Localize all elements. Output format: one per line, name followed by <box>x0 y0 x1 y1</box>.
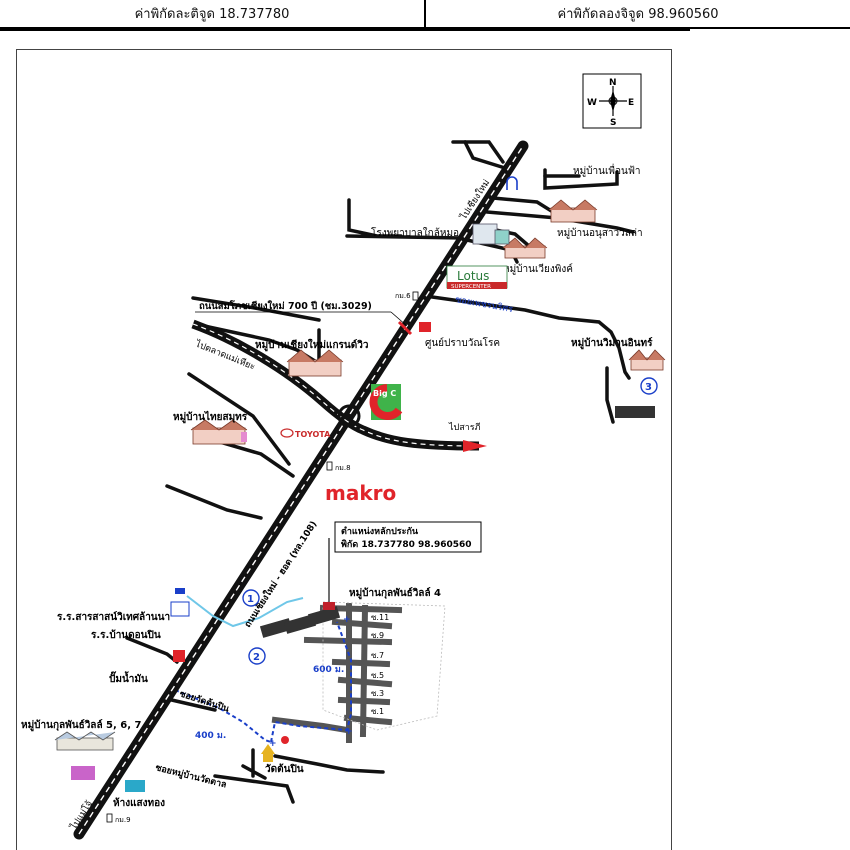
longitude-label: ค่าพิกัดลองจิจูด 98.960560 <box>557 7 719 22</box>
lot-markers: 1 2 3 <box>242 377 658 665</box>
distance-400m: 400 ม. <box>195 731 226 741</box>
label-kulaphan-villa-567: หมู่บ้านกุลพันธ์วิลล์ 5, 6, 7 <box>21 719 142 732</box>
compass-e: E <box>628 98 634 108</box>
label-phuean-fa: หมู่บ้านเพื่อนฟ้า <box>573 163 641 177</box>
bigc-logo: Big C <box>369 384 403 420</box>
label-wat-ton-pun: วัดต้นปิน <box>265 763 304 775</box>
toyota-text: TOYOTA <box>295 430 331 439</box>
temple-icon <box>261 736 289 762</box>
latitude-cell: ค่าพิกัดละติจูด 18.737780 <box>0 0 426 29</box>
label-school-2: ร.ร.บ้านดอนปิน <box>91 629 161 641</box>
soi-label: ซ.3 <box>371 689 384 698</box>
label-anusarn-villa: หมู่บ้านอนุสาววิลล่า <box>557 227 643 239</box>
shop-icon <box>71 766 145 792</box>
callout-title: ตำแหน่งหลักประกัน <box>341 526 419 537</box>
label-wiman-in: หมู่บ้านวิมานอินทร์ <box>571 337 653 350</box>
label-soi-phet-rit: ซอยเพชรนริศร <box>454 294 513 315</box>
lotus-logo: Lotus SUPERCENTER <box>446 265 508 290</box>
label-kulaphan-villa-4: หมู่บ้านกุลพันธ์วิลล์ 4 <box>349 587 441 600</box>
soi-label: ซ.11 <box>371 613 389 622</box>
label-tb-center: ศูนย์ปราบวัณโรค <box>425 336 500 349</box>
canal <box>186 595 304 628</box>
location-map[interactable]: N S E W <box>16 49 672 850</box>
gate-icon <box>506 176 518 190</box>
map-canvas: N S E W <box>21 73 666 840</box>
soi-labels: ซ.11 ซ.9 ซ.7 ซ.5 ซ.3 ซ.1 <box>371 613 389 716</box>
distance-600m: 600 ม. <box>313 665 344 675</box>
coordinate-underline <box>0 29 690 31</box>
makro-logo: makro <box>325 481 396 505</box>
label-to-mae-hia: ไปตลาดแม่เหียะ <box>193 338 257 372</box>
ring-road-callout: ถนนสมโภชเชียงใหม่ 700 ปี (ชม.3029) <box>195 300 408 327</box>
label-gas-station: ปั๊มน้ำมัน <box>109 671 148 685</box>
compass-rose: N S E W <box>582 73 642 129</box>
soi-label: ซ.7 <box>371 651 384 660</box>
main-highway <box>73 140 529 840</box>
label-to-saraphi: ไปสารภี <box>448 422 481 433</box>
soi-label: ซ.9 <box>371 631 384 640</box>
hospital-icon <box>472 223 510 245</box>
label-thai-samut: หมู่บ้านไทยสมุทร <box>173 410 248 424</box>
route-to-collateral: + + + <box>174 615 353 749</box>
collateral-pin <box>323 538 335 610</box>
lotus-text: Lotus <box>457 269 489 283</box>
lot-2: 2 <box>253 652 260 663</box>
label-wiang-phing: หมู่บ้านเวียงพิงค์ <box>503 263 573 275</box>
toyota-logo: TOYOTA <box>280 428 331 439</box>
traffic-light-marker <box>397 320 413 336</box>
school-icon <box>170 588 190 662</box>
village-icons <box>54 199 666 751</box>
collateral-callout: ตำแหน่งหลักประกัน พิกัด 18.737780 98.960… <box>334 521 482 553</box>
label-school-1: ร.ร.สารสาสน์วิเทศล้านนา <box>57 611 170 623</box>
row-houses <box>259 406 655 638</box>
label-ring-road: ถนนสมโภชเชียงใหม่ 700 ปี (ชม.3029) <box>199 300 372 312</box>
label-hospital: โรงพยาบาลใกล้หมอ <box>371 226 459 239</box>
house-icon <box>54 731 116 751</box>
village-4-hatch <box>322 601 446 731</box>
compass-s: S <box>610 118 616 128</box>
ring-road <box>191 319 487 452</box>
km-6: กม.6 <box>395 292 411 300</box>
house-icon <box>502 237 548 259</box>
compass-n: N <box>609 78 617 88</box>
bigc-text: Big C <box>373 389 396 398</box>
lotus-subtext: SUPERCENTER <box>451 284 491 290</box>
compass-w: W <box>587 98 597 108</box>
route-marker-bottom: + <box>269 739 277 749</box>
soi-label: ซ.5 <box>371 671 384 680</box>
label-tha-saeng-thong: ห้างแสงทอง <box>113 797 165 809</box>
lot-3: 3 <box>645 382 652 393</box>
house-icon <box>190 419 248 445</box>
km-9: กม.9 <box>115 816 131 824</box>
latitude-label: ค่าพิกัดละติจูด 18.737780 <box>134 7 290 22</box>
village-soi-grid <box>271 603 403 743</box>
longitude-cell: ค่าพิกัดลองจิจูด 98.960560 <box>424 0 850 29</box>
route-marker-top: + <box>343 615 351 625</box>
house-icon <box>548 199 598 223</box>
coordinate-bar: ค่าพิกัดละติจูด 18.737780 ค่าพิกัดลองจิจ… <box>0 0 850 31</box>
label-chiangmai-grand-view: หมู่บ้านเชียงใหม่แกรนด์วิว <box>255 338 369 352</box>
callout-coords: พิกัด 18.737780 98.960560 <box>341 539 472 550</box>
soi-label: ซ.1 <box>371 707 384 716</box>
house-icon <box>628 349 666 371</box>
route-marker-right: + <box>345 727 353 737</box>
km-markers: กม.6 กม.8 กม.9 <box>106 291 419 824</box>
tb-center-icon <box>419 322 431 332</box>
house-icon <box>286 349 344 377</box>
km-8: กม.8 <box>335 464 351 472</box>
lot-1: 1 <box>247 594 254 605</box>
